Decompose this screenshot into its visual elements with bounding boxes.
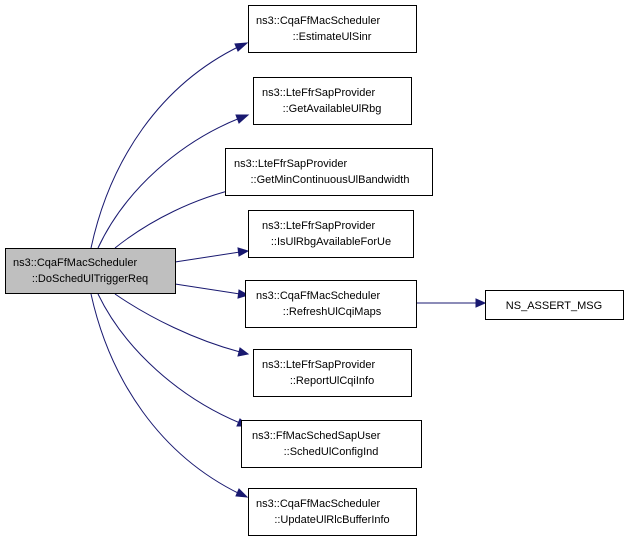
node-get-available-ul-rbg-line2: ::GetAvailableUlRbg (283, 103, 382, 115)
node-root-line1: ns3::CqaFfMacScheduler (13, 257, 137, 269)
node-report-ul-cqi-info-line1: ns3::LteFfrSapProvider (262, 359, 375, 371)
edge-root-to-estimate-arrow (234, 42, 249, 52)
node-ns-assert-msg[interactable]: NS_ASSERT_MSG (485, 290, 624, 320)
edge-root-to-update-arrow (235, 488, 249, 498)
node-get-min-continuous-ul-bandwidth-line2: ::GetMinContinuousUlBandwidth (251, 174, 410, 186)
node-get-available-ul-rbg[interactable]: ns3::LteFfrSapProvider ::GetAvailableUlR… (253, 77, 412, 125)
edge-root-to-estimate (90, 45, 241, 249)
node-sched-ul-config-ind-line2: ::SchedUlConfigInd (284, 446, 379, 458)
node-root-box (5, 248, 176, 294)
node-get-available-ul-rbg-line1: ns3::LteFfrSapProvider (262, 87, 375, 99)
edge-root-to-getavail-arrow (235, 114, 250, 124)
node-update-ul-rlc-buffer-info-line2: ::UpdateUlRlcBufferInfo (274, 514, 389, 526)
node-refresh-ul-cqi-maps-box (245, 280, 417, 328)
edge-root-to-schedcfg (97, 293, 241, 424)
node-estimate-ul-sinr-box (248, 5, 417, 53)
node-estimate-ul-sinr-line1: ns3::CqaFfMacScheduler (256, 15, 380, 27)
edge-root-to-isavail-arrow (237, 247, 250, 257)
nodes: ns3::CqaFfMacScheduler ::DoSchedUlTrigge… (5, 5, 624, 536)
node-update-ul-rlc-buffer-info-box (248, 488, 417, 536)
node-sched-ul-config-ind-line1: ns3::FfMacSchedSapUser (252, 430, 381, 442)
node-get-min-continuous-ul-bandwidth-line1: ns3::LteFfrSapProvider (234, 158, 347, 170)
node-refresh-ul-cqi-maps-line1: ns3::CqaFfMacScheduler (256, 290, 380, 302)
node-root-line2: ::DoSchedUlTriggerReq (32, 273, 148, 285)
node-update-ul-rlc-buffer-info-line1: ns3::CqaFfMacScheduler (256, 498, 380, 510)
node-estimate-ul-sinr[interactable]: ns3::CqaFfMacScheduler ::EstimateUlSinr (248, 5, 417, 53)
edge-root-to-report-arrow (237, 347, 250, 357)
node-update-ul-rlc-buffer-info[interactable]: ns3::CqaFfMacScheduler ::UpdateUlRlcBuff… (248, 488, 417, 536)
node-is-ul-rbg-available-for-ue-line1: ns3::LteFfrSapProvider (262, 220, 375, 232)
node-root[interactable]: ns3::CqaFfMacScheduler ::DoSchedUlTrigge… (5, 248, 176, 294)
node-refresh-ul-cqi-maps[interactable]: ns3::CqaFfMacScheduler ::RefreshUlCqiMap… (245, 280, 417, 328)
node-sched-ul-config-ind-box (241, 420, 422, 468)
edge-root-to-getavail (97, 117, 241, 249)
edge-root-to-refresh (174, 283, 241, 295)
node-get-min-continuous-ul-bandwidth[interactable]: ns3::LteFfrSapProvider ::GetMinContinuou… (225, 148, 433, 196)
node-is-ul-rbg-available-for-ue-line2: ::IsUlRbgAvailableForUe (271, 236, 391, 248)
node-report-ul-cqi-info-line2: ::ReportUlCqiInfo (290, 375, 374, 387)
node-ns-assert-msg-box (485, 290, 624, 320)
node-get-available-ul-rbg-box (253, 77, 412, 125)
edge-root-to-getmin (114, 187, 241, 249)
edge-root-to-isavail (174, 251, 241, 263)
edge-root-to-update (90, 293, 241, 495)
node-refresh-ul-cqi-maps-line2: ::RefreshUlCqiMaps (283, 306, 382, 318)
node-is-ul-rbg-available-for-ue[interactable]: ns3::LteFfrSapProvider ::IsUlRbgAvailabl… (248, 210, 414, 258)
node-get-min-continuous-ul-bandwidth-box (225, 148, 433, 196)
edge-refresh-to-assert-arrow (475, 298, 487, 308)
node-report-ul-cqi-info-box (253, 349, 412, 397)
edge-root-to-refresh-arrow (237, 289, 250, 299)
node-estimate-ul-sinr-line2: ::EstimateUlSinr (293, 31, 372, 43)
node-sched-ul-config-ind[interactable]: ns3::FfMacSchedSapUser ::SchedUlConfigIn… (241, 420, 422, 468)
node-report-ul-cqi-info[interactable]: ns3::LteFfrSapProvider ::ReportUlCqiInfo (253, 349, 412, 397)
node-is-ul-rbg-available-for-ue-box (248, 210, 414, 258)
edges (90, 42, 487, 498)
node-ns-assert-msg-label: NS_ASSERT_MSG (506, 300, 602, 312)
edge-root-to-report (114, 293, 241, 353)
